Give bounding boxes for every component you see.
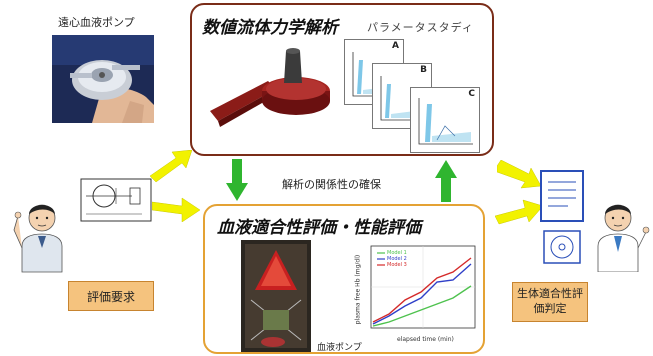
relation-label: 解析の関係性の確保 xyxy=(282,178,381,191)
pump-cad-model xyxy=(210,48,330,127)
evaluation-title: 血液適合性評価・性能評価 xyxy=(217,218,421,238)
pump-photo-caption: 遠心血液ポンプ xyxy=(58,16,135,29)
report-document-icon xyxy=(540,170,584,222)
series-2-line xyxy=(372,263,472,325)
disc-document-icon xyxy=(543,230,581,264)
legend-item-1: Model 1 xyxy=(387,250,407,256)
panel-b-label: B xyxy=(420,65,427,75)
arrow-to-cfd-icon xyxy=(150,150,192,183)
doctor-figure xyxy=(597,204,650,272)
panel-c-plot xyxy=(418,98,473,145)
blood-pump-caption: 血液ポンプ xyxy=(317,343,362,353)
cfd-title: 数値流体力学解析 xyxy=(202,18,338,38)
legend-item-3: Model 3 xyxy=(387,262,407,268)
chart-ylabel: plasma free Hb (mg/dl) xyxy=(354,254,362,325)
evaluation-request-label: 評価要求 xyxy=(68,281,154,311)
blood-pump-photo xyxy=(241,240,311,352)
chart-legend xyxy=(377,252,385,266)
legend-item-2: Model 2 xyxy=(387,256,407,262)
schematic-drawing xyxy=(80,178,152,222)
arrow-from-eval-icon xyxy=(495,199,543,225)
series-3-line xyxy=(372,257,472,323)
result-panel-c: C xyxy=(410,87,480,153)
arrow-to-eval-icon xyxy=(152,197,200,222)
chart-plot-area xyxy=(370,245,476,329)
cfd-analysis-box: 数値流体力学解析 パラメータスタディ A B C xyxy=(190,3,494,156)
biocompatibility-judgement-label: 生体適合性評価判定 xyxy=(512,282,588,322)
panel-c-label: C xyxy=(468,89,475,99)
arrow-from-cfd-icon xyxy=(497,160,541,189)
pump-photo xyxy=(52,35,154,123)
panel-a-label: A xyxy=(392,41,399,51)
chart-xlabel: elapsed time (min) xyxy=(397,336,454,343)
engineer-figure xyxy=(13,204,63,273)
down-arrow-icon xyxy=(226,159,248,201)
up-arrow-icon xyxy=(435,160,457,202)
series-1-line xyxy=(372,285,472,327)
hemolysis-chart: plasma free Hb (mg/dl) Model 1 Model 2 M… xyxy=(354,242,485,348)
parameter-study-label: パラメータスタディ xyxy=(367,21,474,34)
evaluation-box: 血液適合性評価・性能評価 血液ポンプ plasma free Hb (mg/dl… xyxy=(203,204,485,354)
